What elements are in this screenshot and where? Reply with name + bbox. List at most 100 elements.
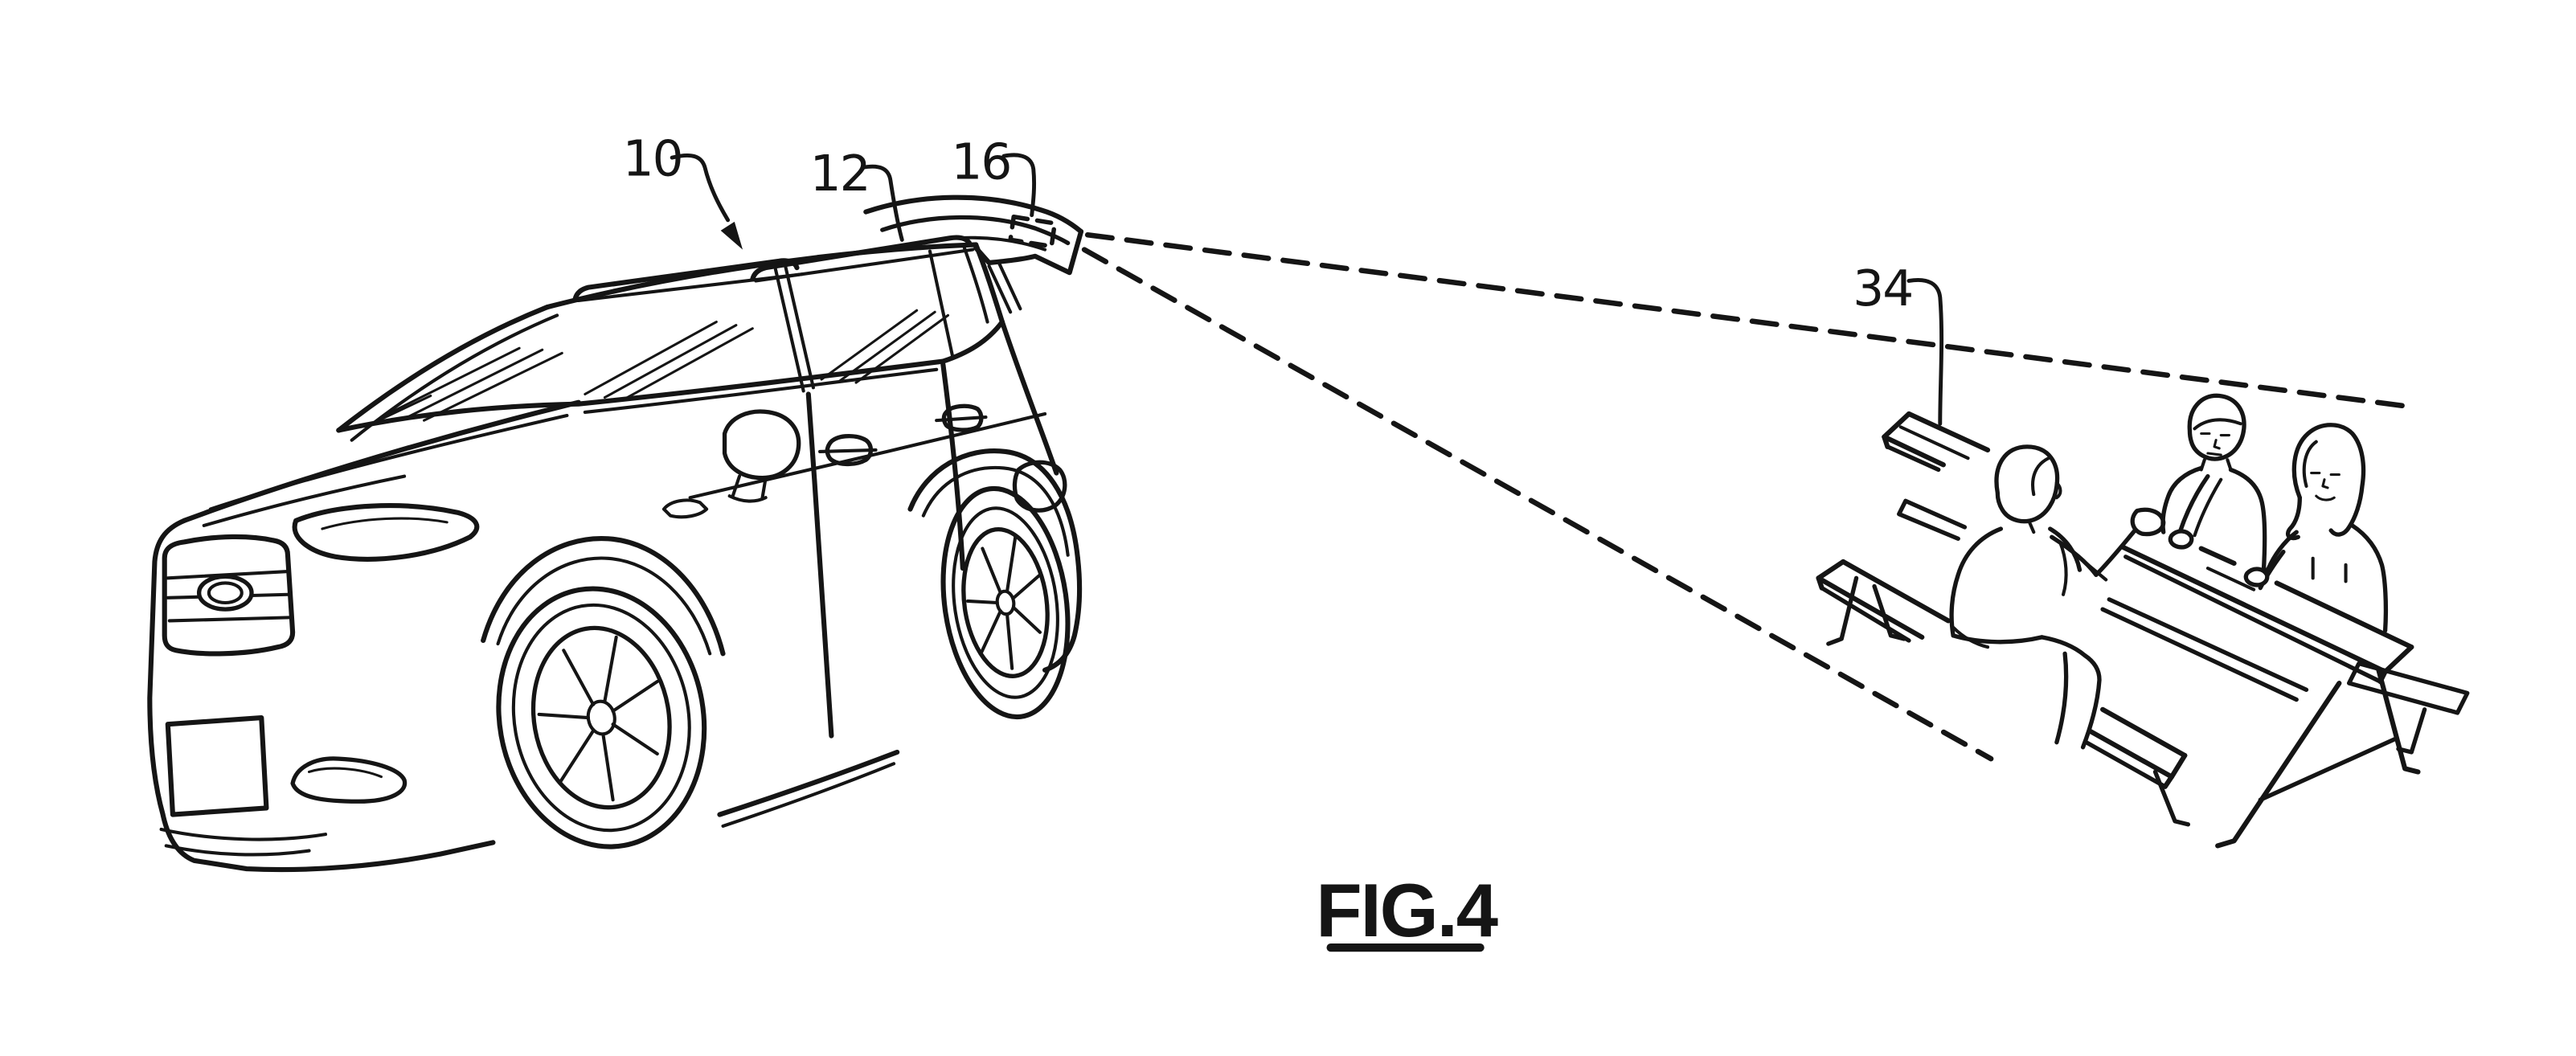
figure-caption: FIG.4 bbox=[1316, 868, 1498, 952]
table-leg-brace bbox=[2258, 736, 2398, 802]
projection-beam-upper bbox=[1084, 231, 2418, 411]
front-face-edge bbox=[147, 518, 496, 873]
front-grille bbox=[162, 534, 296, 657]
rear-window-bottom bbox=[940, 319, 1005, 364]
grille-emblem bbox=[196, 574, 254, 612]
belt-accent-line bbox=[583, 367, 939, 414]
picnic-table-top bbox=[1882, 411, 2414, 685]
projection-beam-lower bbox=[1081, 247, 1994, 762]
person2-face bbox=[2200, 432, 2230, 456]
tabletop-near-edge bbox=[1882, 434, 2388, 674]
person1-fist bbox=[2130, 507, 2166, 537]
hood-crease-b bbox=[202, 474, 407, 527]
person2-sleeve bbox=[2193, 477, 2223, 538]
ref-label-34: 34 bbox=[1853, 260, 1912, 317]
person2-hand bbox=[2168, 529, 2194, 550]
person-far-right bbox=[2243, 423, 2389, 633]
person1-face-profile bbox=[2054, 481, 2062, 500]
liftgate-strut-a bbox=[987, 264, 1013, 314]
person3-shoulder-right bbox=[2350, 523, 2389, 633]
person3-shirt-lines bbox=[2311, 556, 2348, 583]
leader-34 bbox=[1906, 278, 1944, 426]
person1-lap bbox=[2039, 635, 2102, 750]
tabletop-seam bbox=[1898, 425, 2256, 591]
person2-torso-left bbox=[2160, 465, 2204, 534]
person1-head bbox=[1994, 444, 2060, 524]
b-pillar-front bbox=[773, 268, 805, 393]
person1-cuff bbox=[2084, 561, 2108, 582]
rear-bumper-edge bbox=[1042, 555, 1083, 673]
bumper-lip-lines bbox=[159, 827, 328, 857]
person2-arm bbox=[2177, 473, 2210, 534]
near-bench-near-edge bbox=[1816, 575, 2174, 780]
near-bench-right-leg bbox=[2152, 769, 2191, 827]
rear-door-edge bbox=[940, 362, 965, 571]
wheel-arches bbox=[481, 448, 1080, 657]
projection-beams bbox=[1081, 231, 2418, 762]
ref-label-12: 12 bbox=[810, 145, 870, 203]
b-pillar-rear bbox=[784, 264, 815, 390]
tabletop-far-edge bbox=[1906, 411, 2414, 650]
headlight bbox=[292, 503, 480, 562]
rear-roof-rail bbox=[750, 235, 973, 282]
person1-seat-line bbox=[1951, 625, 1990, 649]
front-door-shutline bbox=[805, 391, 834, 739]
hood-crease-a bbox=[208, 413, 569, 511]
front-arch-inner bbox=[496, 556, 712, 656]
person2-head bbox=[2187, 393, 2246, 461]
liftgate-tip-face bbox=[973, 229, 1084, 276]
leader-16 bbox=[1001, 153, 1037, 218]
front-wheel bbox=[496, 586, 707, 849]
person3-hand bbox=[2243, 567, 2270, 587]
rear-wheel bbox=[940, 485, 1071, 720]
person1-shin bbox=[2054, 651, 2069, 745]
side-marker-vent bbox=[661, 498, 709, 519]
rear-door-handle bbox=[935, 403, 988, 432]
front-arch-outer bbox=[481, 536, 726, 657]
far-bench-right-plank bbox=[2346, 661, 2470, 715]
near-bench-left-legs bbox=[1826, 575, 1906, 646]
arrowhead-10 bbox=[720, 221, 743, 250]
far-bench-right-leg bbox=[2396, 707, 2427, 755]
leader-12 bbox=[860, 164, 904, 242]
person1-torso-back bbox=[1949, 526, 2004, 638]
d-pillar-inner bbox=[962, 246, 989, 324]
figure-caption-group: FIG.4 bbox=[1316, 868, 1500, 952]
projector-module bbox=[1008, 214, 1058, 249]
picnic-scene bbox=[1816, 393, 2470, 849]
rocker-upper bbox=[717, 749, 900, 817]
person2-torso-right bbox=[2228, 467, 2267, 574]
liftgate-glass-edge bbox=[900, 235, 1047, 252]
rear-arch-outer bbox=[907, 448, 1080, 561]
near-bench-far-edge bbox=[1841, 559, 2188, 759]
near-bench-thickness bbox=[1819, 585, 2168, 789]
front-door-handle bbox=[818, 434, 878, 466]
rear-wheel-spokes bbox=[965, 535, 1042, 670]
ref-label-16: 16 bbox=[951, 134, 1010, 191]
quarter-window-divider bbox=[928, 249, 955, 360]
person3-hair bbox=[2291, 423, 2366, 537]
far-bench bbox=[1897, 498, 2470, 755]
tabletop-thickness bbox=[1885, 444, 2383, 684]
vehicle bbox=[147, 194, 1084, 873]
rear-arch-inner bbox=[921, 465, 1070, 557]
person-near-left bbox=[1949, 444, 2166, 750]
license-plate bbox=[165, 714, 269, 817]
reference-labels: 10 12 16 34 bbox=[623, 131, 1944, 426]
person1-hairline bbox=[2031, 456, 2050, 497]
rocker-lower bbox=[721, 762, 896, 828]
a-pillar-outer bbox=[336, 305, 550, 433]
side-mirror bbox=[722, 409, 801, 503]
window-reflections bbox=[367, 309, 950, 427]
table-far-leg bbox=[2376, 667, 2421, 775]
front-wheel-spokes bbox=[537, 635, 659, 802]
tabletop-left-end bbox=[1882, 411, 1912, 449]
liftgate-outer-panel bbox=[863, 194, 1084, 235]
leader-10 bbox=[670, 153, 731, 223]
person1-sleeve bbox=[2058, 540, 2068, 596]
cowl-belt-line bbox=[336, 358, 946, 433]
taillight bbox=[1012, 460, 1067, 513]
near-bench bbox=[1816, 559, 2191, 827]
